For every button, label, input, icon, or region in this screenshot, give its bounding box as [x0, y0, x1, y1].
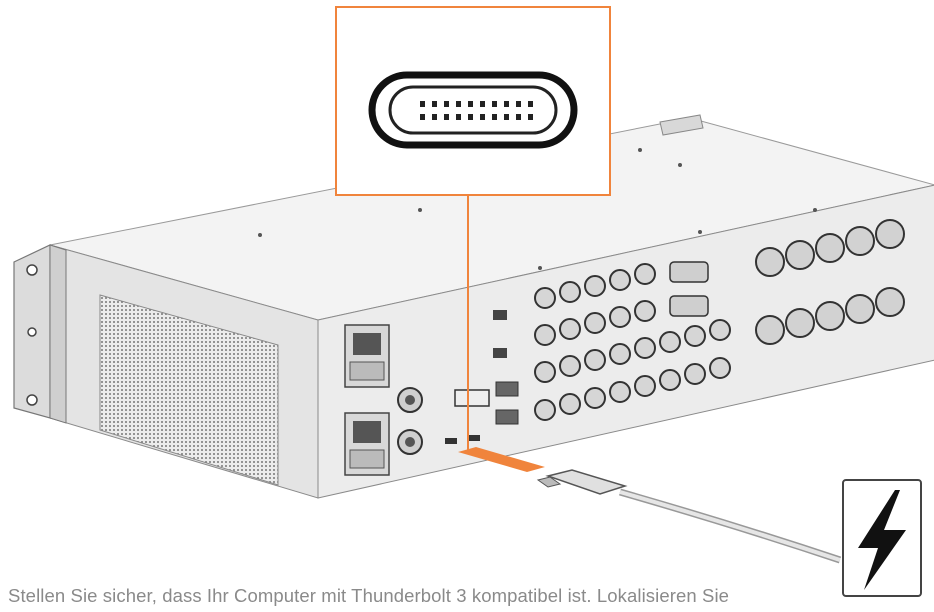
thunderbolt-icon — [842, 479, 922, 597]
caption-text: Stellen Sie sicher, dass Ihr Computer mi… — [8, 585, 730, 606]
xlr-connectors — [755, 219, 905, 345]
insert-arrow — [458, 447, 545, 472]
small-ports — [445, 310, 519, 444]
vent-grille — [99, 294, 279, 486]
thunderbolt-cable — [536, 469, 842, 564]
power-inlets — [344, 324, 390, 476]
rack-ear — [13, 244, 67, 424]
reference-bnc-ports — [397, 387, 423, 455]
usb-c-port-zoom — [335, 6, 611, 196]
db9-ports — [669, 261, 709, 317]
bnc-grid — [534, 263, 731, 421]
